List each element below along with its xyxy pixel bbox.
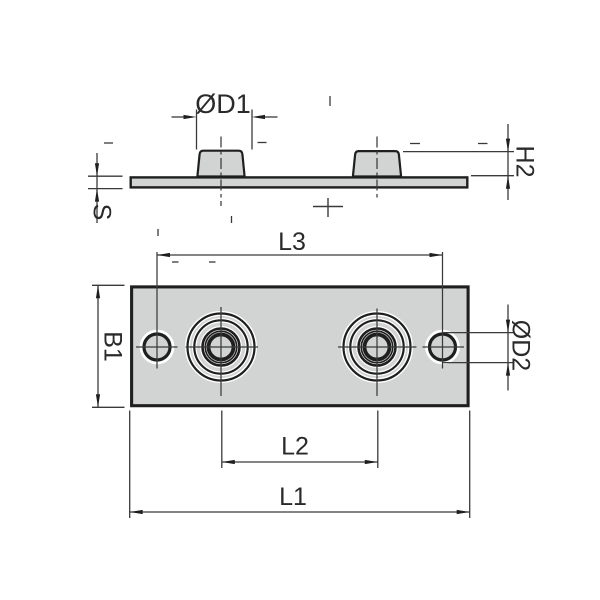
dim-d2-arrow-top bbox=[505, 319, 511, 333]
dim-l3-arrow-right bbox=[429, 252, 443, 258]
dim-l2-arrow-left bbox=[221, 459, 235, 465]
dim-h2-arrow-top bbox=[505, 138, 511, 152]
dim-l1-arrow-left bbox=[129, 509, 143, 515]
plan-view-plate bbox=[130, 285, 470, 408]
dim-d1-arrow-right bbox=[252, 114, 265, 120]
dim-s-arrow-top bbox=[94, 163, 100, 177]
side-view-plate bbox=[129, 176, 469, 189]
dim-d1-label: ØD1 bbox=[195, 89, 251, 119]
dim-l1-label: L1 bbox=[279, 483, 307, 511]
dim-l2-label: L2 bbox=[281, 433, 309, 461]
dim-d1-arrow-left bbox=[183, 114, 197, 120]
dim-l2-arrow-right bbox=[364, 459, 378, 465]
side-view: ØD1 S H2 bbox=[88, 89, 539, 223]
dim-b1-arrow-top bbox=[95, 285, 101, 299]
plan-view: B1 L3 ØD2 L2 L1 bbox=[92, 228, 535, 518]
dim-h2-label: H2 bbox=[511, 146, 539, 178]
dim-s-label: S bbox=[88, 204, 116, 221]
dim-d2-arrow-bottom bbox=[505, 362, 511, 376]
dim-l3-label: L3 bbox=[278, 228, 306, 256]
dim-d2-label: ØD2 bbox=[507, 320, 535, 371]
dim-l1-arrow-right bbox=[456, 509, 470, 515]
dim-h2-arrow-bottom bbox=[505, 175, 511, 189]
dim-b1-arrow-bottom bbox=[95, 394, 101, 408]
dim-s-arrow-bottom bbox=[94, 188, 100, 202]
dim-l3-arrow-left bbox=[157, 252, 170, 258]
dim-b1-label: B1 bbox=[99, 331, 127, 362]
